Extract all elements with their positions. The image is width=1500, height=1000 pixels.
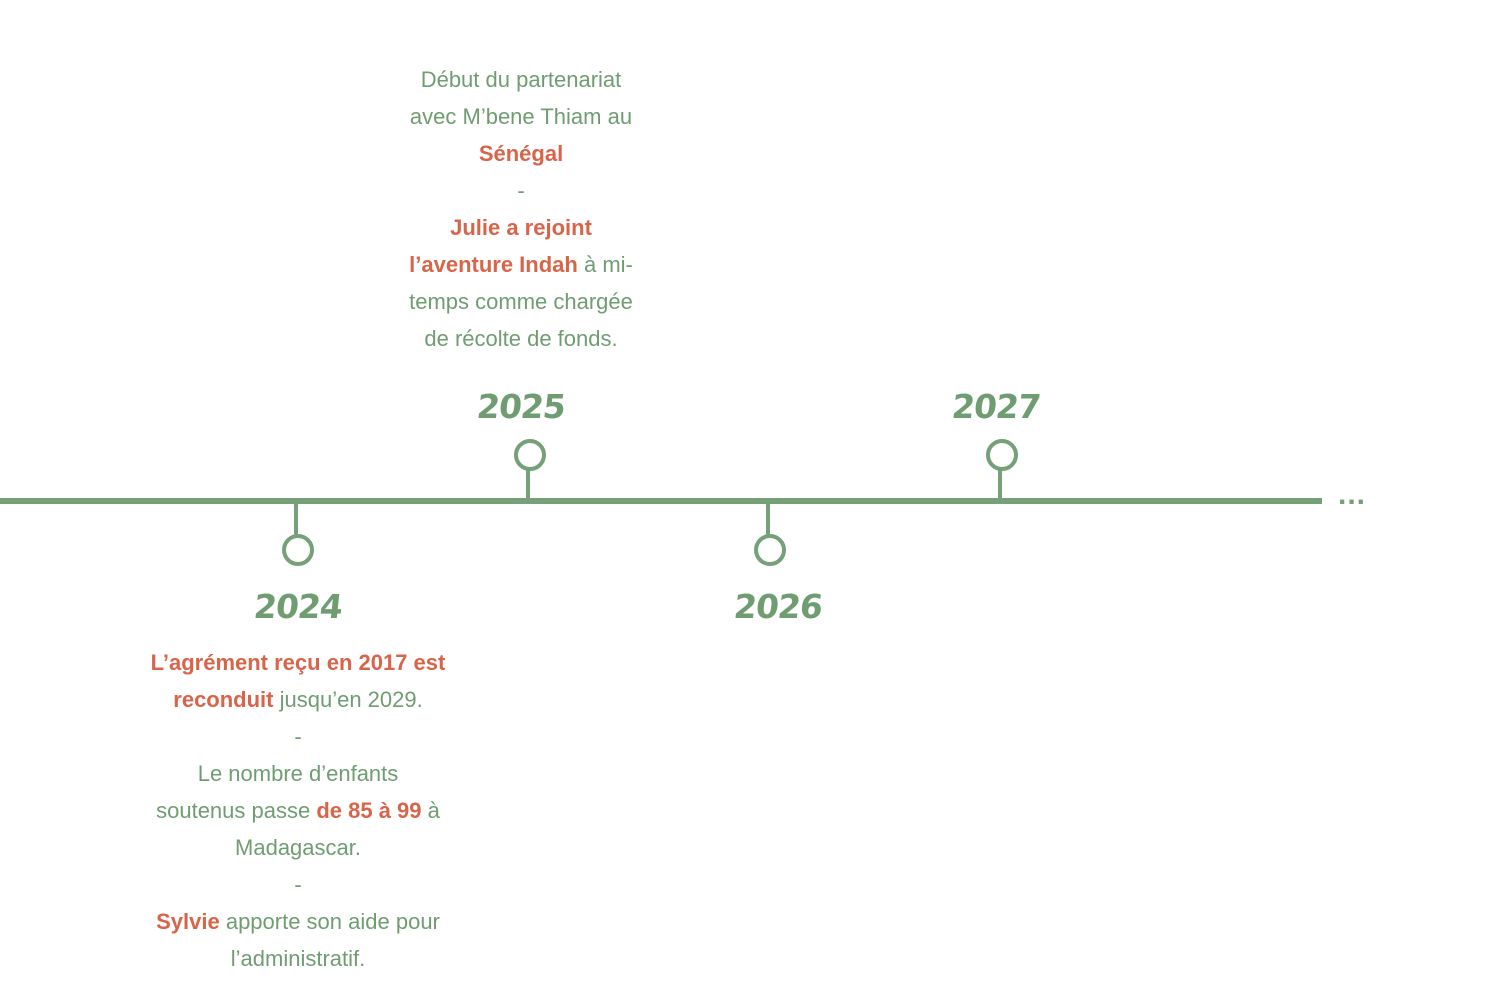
text-segment: à mi- [577, 252, 633, 277]
event-text-line: reconduit jusqu’en 2029. [118, 681, 478, 718]
highlighted-text: Sylvie [156, 909, 220, 934]
event-text-line: de récolte de fonds. [371, 320, 671, 357]
event-text-line: l’aventure Indah à mi- [371, 246, 671, 283]
highlighted-text: reconduit [173, 687, 274, 712]
event-text-line: Sénégal [371, 135, 671, 172]
text-segment: apporte son aide pour [219, 909, 440, 934]
event-text-line: - [118, 866, 478, 903]
marker-stem-2025 [526, 470, 530, 500]
year-label-2025: 2025 [475, 387, 567, 426]
highlighted-text: Sénégal [478, 141, 564, 166]
event-text-line: Madagascar. [118, 829, 478, 866]
marker-circle-2027 [986, 439, 1018, 471]
text-segment: Madagascar. [235, 835, 361, 860]
highlighted-text: Julie a rejoint [450, 215, 592, 240]
event-text-line: - [371, 172, 671, 209]
year-label-2027: 2027 [950, 387, 1042, 426]
marker-stem-2024 [294, 504, 298, 536]
text-segment: Le nombre d’enfants [197, 761, 399, 786]
event-text-line: temps comme chargée [371, 283, 671, 320]
text-segment: jusqu’en 2029. [273, 687, 423, 712]
event-text-line: l’administratif. [118, 940, 478, 977]
text-segment: de récolte de fonds. [424, 326, 618, 351]
text-segment: - [517, 178, 525, 203]
event-text-line: Le nombre d’enfants [118, 755, 478, 792]
event-text-line: L’agrément reçu en 2017 est [118, 644, 478, 681]
year-label-2026: 2026 [732, 587, 824, 626]
event-text-line: Sylvie apporte son aide pour [118, 903, 478, 940]
event-text-2025: Début du partenariat avec M’bene Thiam au… [371, 61, 671, 357]
year-label-2024: 2024 [252, 587, 344, 626]
text-segment: - [294, 724, 302, 749]
marker-circle-2025 [514, 439, 546, 471]
timeline-continuation-ellipsis: ... [1338, 478, 1367, 511]
marker-circle-2026 [754, 534, 786, 566]
text-segment: temps comme chargée [409, 289, 633, 314]
text-segment: avec M’bene Thiam au [409, 104, 633, 129]
text-segment: à [421, 798, 440, 823]
event-text-2024: L’agrément reçu en 2017 est reconduit jus… [118, 644, 478, 977]
event-text-line: - [118, 718, 478, 755]
text-segment: l’administratif. [230, 946, 366, 971]
event-text-line: Début du partenariat [371, 61, 671, 98]
marker-stem-2027 [998, 470, 1002, 500]
event-text-line: Julie a rejoint [371, 209, 671, 246]
marker-circle-2024 [282, 534, 314, 566]
timeline-axis [0, 498, 1322, 504]
event-text-line: avec M’bene Thiam au [371, 98, 671, 135]
text-segment: - [294, 872, 302, 897]
highlighted-text: l’aventure Indah [409, 252, 578, 277]
highlighted-text: de 85 à 99 [316, 798, 422, 823]
highlighted-text: L’agrément reçu en 2017 est [150, 650, 446, 675]
text-segment: Début du partenariat [420, 67, 622, 92]
event-text-line: soutenus passe de 85 à 99 à [118, 792, 478, 829]
marker-stem-2026 [766, 504, 770, 536]
text-segment: soutenus passe [156, 798, 317, 823]
